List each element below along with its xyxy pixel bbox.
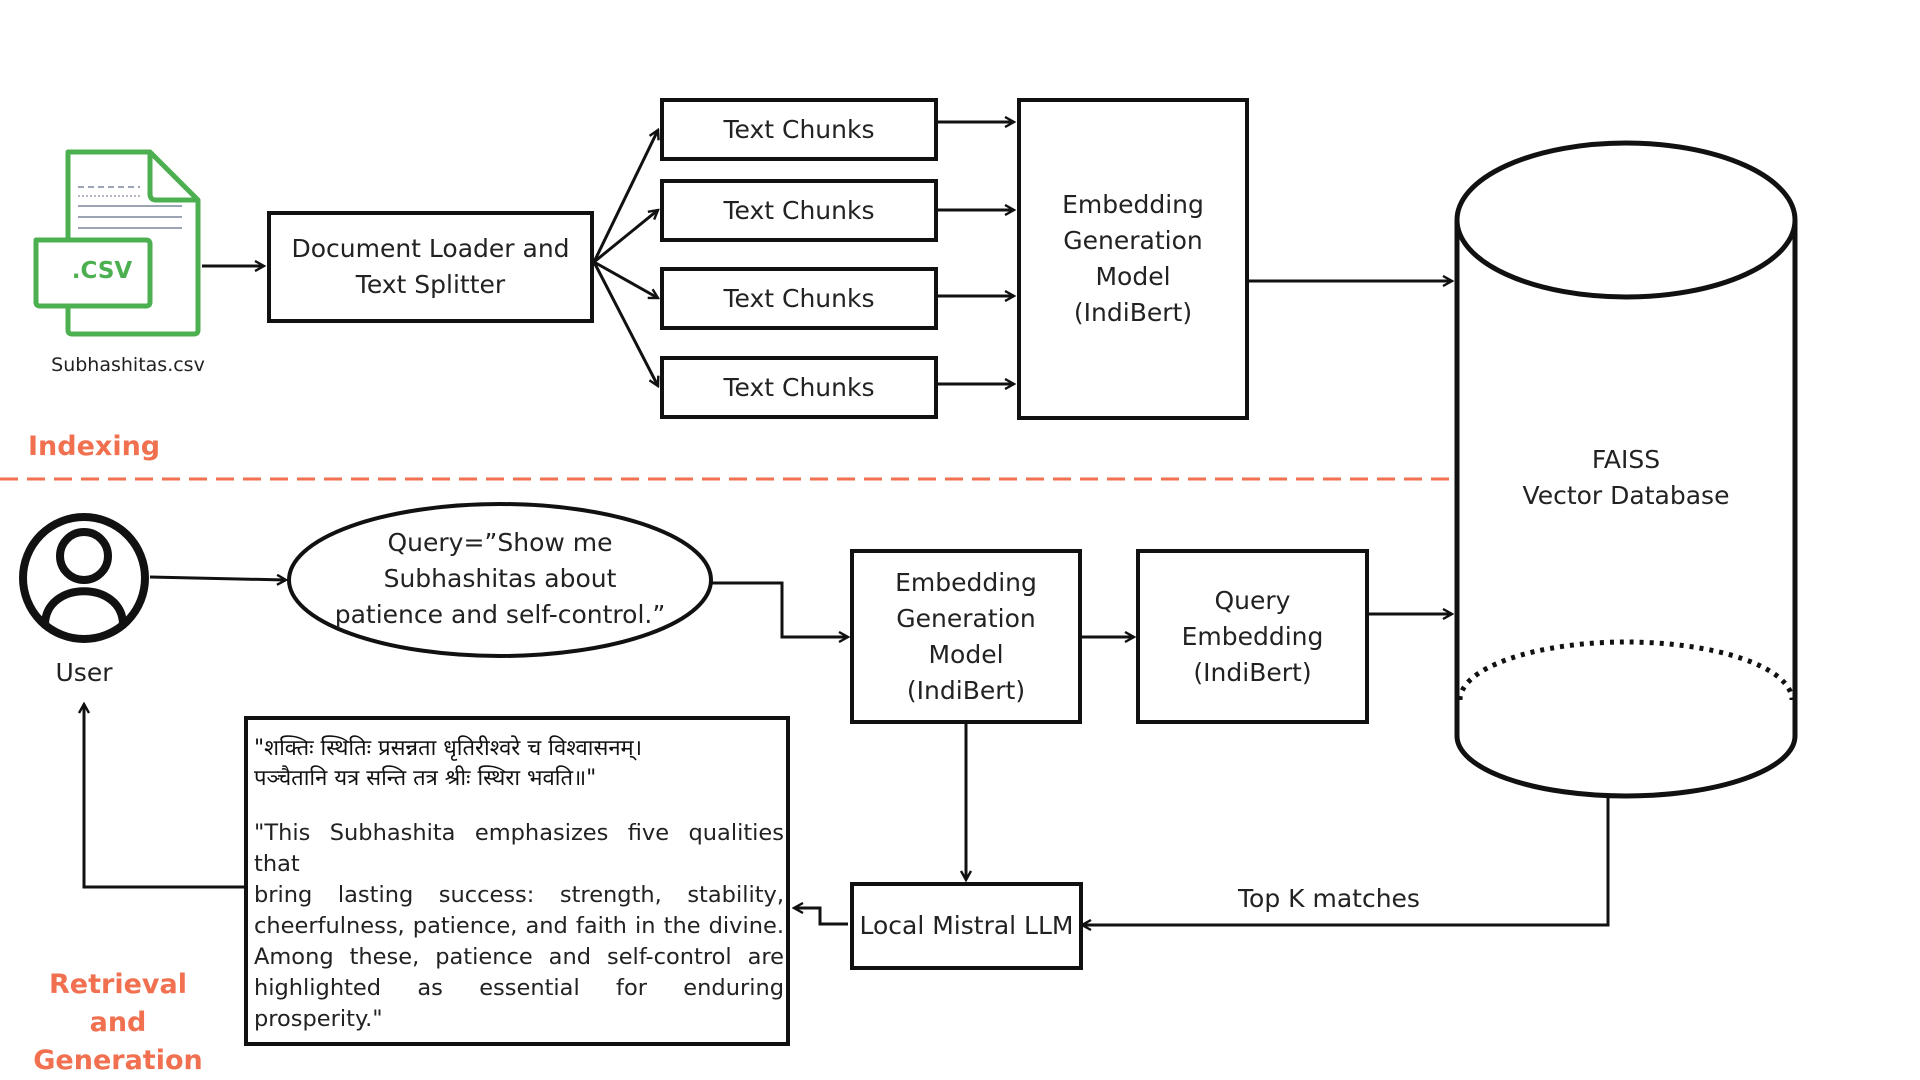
text-chunk-box: Text Chunks — [660, 98, 938, 161]
query-line: Subhashitas about — [383, 564, 617, 593]
answer-line: bring lasting success: strength, stabili… — [254, 882, 784, 908]
database-line: FAISS — [1591, 445, 1661, 474]
csv-icon-text: .CSV — [71, 258, 133, 284]
answer-line: "This Subhashita emphasizes five qualiti… — [254, 820, 784, 877]
embedding-model-box: Embedding Generation Model (IndiBert) — [1017, 98, 1249, 420]
query-line: Query=”Show me — [387, 528, 613, 557]
text-chunk-box: Text Chunks — [660, 179, 938, 242]
document-loader-box: Document Loader and Text Splitter — [267, 211, 594, 323]
retrieval-embedding-line: Embedding — [895, 567, 1037, 597]
query-embedding-line: (IndiBert) — [1193, 657, 1312, 687]
query-ellipse — [287, 502, 713, 658]
embedding-line: (IndiBert) — [1073, 298, 1193, 327]
answer-line: prosperity." — [254, 1006, 383, 1032]
user-label: User — [55, 658, 113, 687]
text-chunk-box: Text Chunks — [660, 267, 938, 330]
query-line: patience and self-control.” — [334, 600, 666, 629]
sanskrit-line: "शक्तिः स्थितिः प्रसन्नता धृतिरीश्वरे च … — [254, 736, 643, 761]
vector-database-cylinder — [1454, 140, 1798, 799]
answer-box: "शक्तिः स्थितिः प्रसन्नता धृतिरीश्वरे च … — [244, 716, 790, 1046]
csv-filename: Subhashitas.csv — [51, 354, 205, 376]
embedding-line: Model — [1095, 262, 1171, 291]
answer-line: cheerfulness, patience, and faith in the… — [254, 913, 784, 939]
retrieval-label-line: Generation — [33, 1045, 203, 1076]
retrieval-embedding-line: Model — [928, 639, 1004, 669]
retrieval-embedding-model-box: Embedding Generation Model (IndiBert) — [850, 549, 1082, 724]
answer-spacer — [254, 794, 784, 818]
csv-file-icon — [33, 149, 201, 337]
retrieval-section-label: Retrieval and Generation — [20, 966, 216, 1080]
top-k-label: Top K matches — [1238, 884, 1420, 913]
indexing-section-label: Indexing — [28, 431, 161, 462]
loader-line: Document Loader and — [291, 234, 570, 263]
query-embedding-box: Query Embedding (IndiBert) — [1136, 549, 1369, 724]
retrieval-label-line: Retrieval and — [49, 969, 187, 1038]
answer-line: Among these, patience and self-control a… — [254, 944, 784, 970]
retrieval-embedding-line: Generation — [896, 603, 1036, 633]
loader-line: Text Splitter — [355, 270, 506, 299]
user-icon — [19, 513, 149, 643]
query-embedding-line: Query — [1214, 585, 1291, 615]
query-embedding-line: Embedding — [1181, 621, 1324, 651]
embedding-line: Embedding — [1062, 190, 1204, 219]
local-llm-box: Local Mistral LLM — [850, 882, 1083, 970]
text-chunk-box: Text Chunks — [660, 356, 938, 419]
sanskrit-line: पञ्चैतानि यत्र सन्ति तत्र श्रीः स्थिरा भ… — [254, 766, 597, 791]
retrieval-embedding-line: (IndiBert) — [906, 675, 1026, 705]
embedding-line: Generation — [1063, 226, 1203, 255]
query-text: Query=”Show me Subhashitas about patienc… — [300, 525, 700, 633]
vector-database-label: FAISS Vector Database — [1457, 442, 1795, 514]
database-line: Vector Database — [1522, 481, 1730, 510]
answer-line: highlighted as essential for enduring — [254, 975, 784, 1001]
